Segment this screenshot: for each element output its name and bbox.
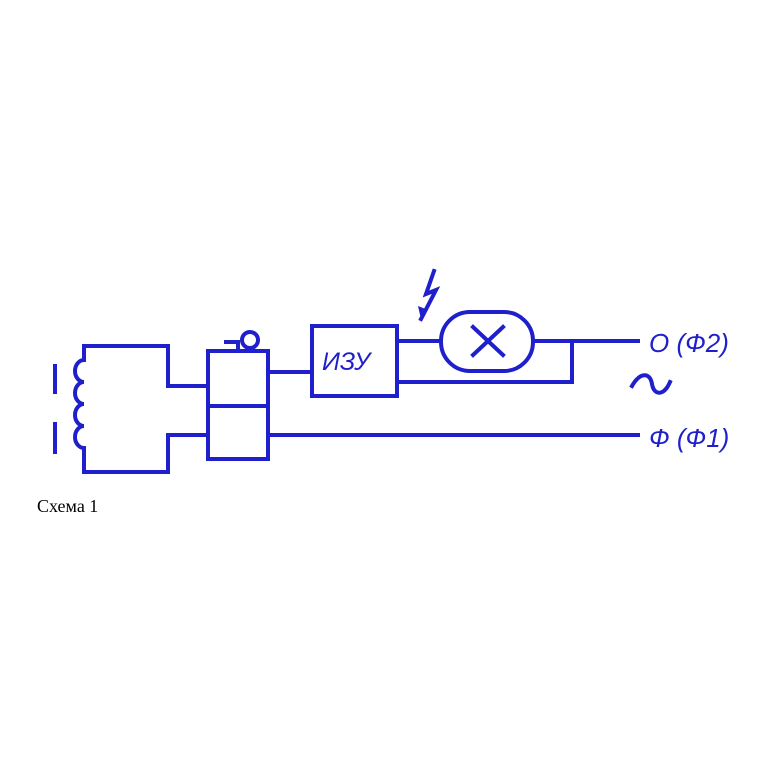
lightning-icon bbox=[418, 268, 441, 322]
izu-box: ИЗУ bbox=[310, 324, 399, 398]
izu-label: ИЗУ bbox=[322, 348, 373, 376]
switch-block bbox=[206, 330, 270, 461]
izu-output-wires bbox=[395, 339, 574, 384]
lamp-icon bbox=[439, 310, 535, 373]
choke-wires bbox=[82, 344, 210, 474]
terminal-bottom-label: Ф (Ф1) bbox=[649, 423, 729, 453]
diagram-caption: Схема 1 bbox=[37, 496, 99, 516]
ac-symbol-icon bbox=[629, 373, 673, 395]
terminal-top-label: O (Ф2) bbox=[649, 328, 729, 358]
choke-coil bbox=[73, 344, 86, 474]
